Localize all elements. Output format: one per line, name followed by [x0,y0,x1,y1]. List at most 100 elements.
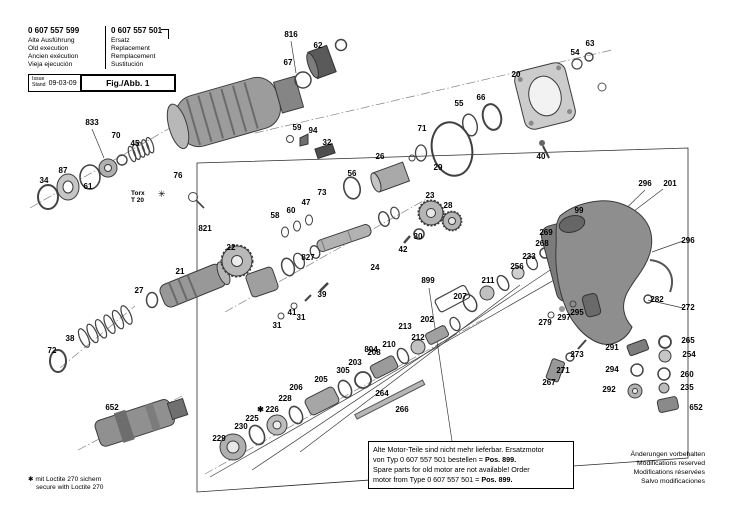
part-number-23: 23 [425,191,435,200]
torx-text: Torx [131,190,145,197]
part-number-268: 268 [535,239,549,248]
part-number-59: 59 [292,123,302,132]
part-number-205: 205 [314,375,328,384]
part-number-87: 87 [58,166,68,175]
part-number-211: 211 [481,276,495,285]
motor-note-line2: von Typ 0 607 557 501 bestellen = Pos. 8… [373,455,517,464]
part-number-20: 20 [511,70,521,79]
part-number-269: 269 [539,228,553,237]
part-number-26: 26 [375,152,385,161]
part-number-21: 21 [175,267,185,276]
part-number-39: 39 [317,290,327,299]
part-number-235: 235 [680,383,694,392]
part-number-254: 254 [682,350,696,359]
part-number-816: 816 [284,30,298,39]
legal-line: Modifications réservées [633,469,705,476]
part-number-266: 266 [395,405,409,414]
replacement-type-number: 0 607 557 501 [110,26,163,35]
part-number-305: 305 [336,366,350,375]
legal-line: Modifications reserved [637,460,705,467]
legal-line: Änderungen vorbehalten [630,451,705,458]
part-number-56: 56 [347,169,357,178]
part-number-652: 652 [689,403,703,412]
part-number-41: 41 [287,308,297,317]
part-number-70: 70 [111,131,121,140]
part-number-72: 72 [47,346,57,355]
issue-cell: Issue Stand 09-03-09 [29,75,81,91]
footnote-line2: secure with Loctite 270 [36,484,104,491]
torx-size: T 20 [131,197,145,204]
part-number-207: 207 [453,292,467,301]
part-number-296: 296 [638,179,652,188]
part-number-265: 265 [681,336,695,345]
bearing-chain [219,316,461,461]
part-number-233: 233 [522,252,536,261]
part-number-31: 31 [272,321,282,330]
part-number-55: 55 [454,99,464,108]
part-number-66: 66 [476,93,486,102]
part-number-225: 225 [245,414,259,423]
part-number-206: 206 [289,383,303,392]
issue-label-de: Stand [32,82,46,88]
replacement-line: Remplacement [110,53,156,60]
part-number-899: 899 [421,276,435,285]
part-number-226: ✱ 226 [257,405,279,414]
replacement-line: Replacement [110,45,150,52]
gear-set [342,161,463,244]
part-number-28: 28 [443,201,453,210]
part-number-213: 213 [398,322,412,331]
part-number-73: 73 [317,188,327,197]
motor-body [166,75,305,150]
part-number-58: 58 [270,211,280,220]
part-number-38: 38 [65,334,75,343]
issue-label-en: Issue [32,76,45,83]
part-number-833: 833 [85,118,99,127]
replacement-bracket-icon [161,29,169,39]
legal-line: Salvo modificaciones [641,478,705,485]
issue-date: 09-03-09 [48,79,77,87]
part-number-62: 62 [313,41,323,50]
part-number-230: 230 [234,422,248,431]
replacement-line: Ersatz [110,37,130,44]
part-number-32: 32 [322,138,332,147]
part-number-821: 821 [198,224,212,233]
part-number-31: 31 [296,313,306,322]
part-number-94: 94 [308,126,318,135]
part-number-202: 202 [420,315,434,324]
old-execution-line: Old execution [28,45,69,52]
part-number-208: 208 [367,348,381,357]
part-number-256: 256 [510,262,524,271]
part-number-201: 201 [663,179,677,188]
part-number-291: 291 [605,343,619,352]
part-number-260: 260 [680,370,694,379]
spindle-assembly [49,244,254,373]
part-number-212: 212 [411,333,425,342]
footnote-star-icon: ✱ [28,476,34,483]
part-number-282: 282 [650,295,664,304]
replacement-line: Sustitución [110,61,144,68]
part-number-292: 292 [602,385,616,394]
figure-label: Fig./Abb. 1 [79,74,176,92]
part-number-22: 22 [226,243,236,252]
part-number-40: 40 [536,152,546,161]
part-number-279: 279 [538,318,552,327]
part-number-273: 273 [570,350,584,359]
brush-holder-parts [286,38,348,160]
motor-note-line4: motor from Type 0 607 557 501 = Pos. 899… [373,475,513,484]
part-number-47: 47 [301,198,311,207]
part-number-296: 296 [681,236,695,245]
part-number-60: 60 [286,206,296,215]
part-number-34: 34 [39,176,49,185]
part-number-272: 272 [681,303,695,312]
motor-note-line3: Spare parts for old motor are not availa… [373,465,530,474]
part-number-76: 76 [173,171,183,180]
part-number-30: 30 [413,232,423,241]
loctite-footnote: ✱ mit Loctite 270 sichern secure with Lo… [28,476,103,492]
part-number-27: 27 [134,286,144,295]
